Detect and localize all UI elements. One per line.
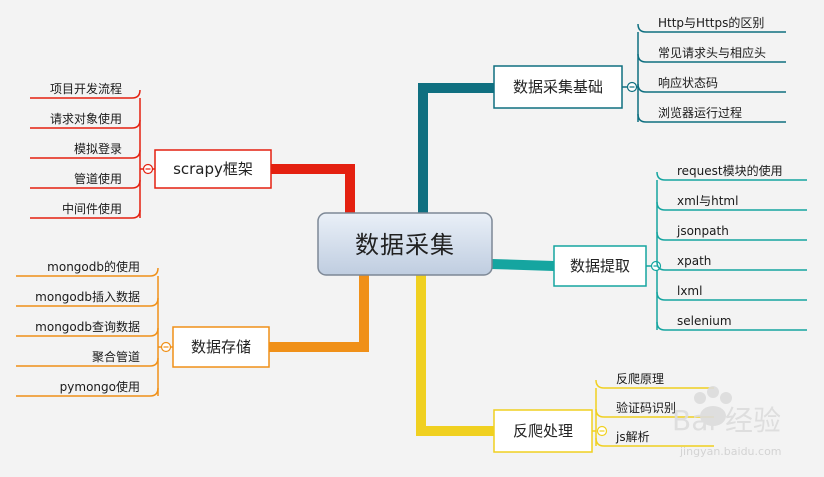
sub-topic-item[interactable]: mongodb插入数据 xyxy=(16,289,159,307)
sub-topic-label: pymongo使用 xyxy=(60,379,140,394)
connector-extract xyxy=(491,259,555,271)
branch-label: scrapy框架 xyxy=(173,160,253,178)
sub-topic-label: 聚合管道 xyxy=(92,349,140,364)
sub-topic-label: Http与Https的区别 xyxy=(658,15,764,30)
branch-connectors xyxy=(269,83,555,436)
sub-topic-label: 模拟登录 xyxy=(74,141,122,156)
watermark: Bai 经验 jingyan.baidu.com xyxy=(672,386,782,458)
sub-topic-label: 反爬原理 xyxy=(616,372,664,386)
sub-topic-label: selenium xyxy=(677,314,732,328)
sub-topic-label: mongodb查询数据 xyxy=(35,319,140,334)
branch-box xyxy=(493,65,623,109)
sub-topic-label: mongodb插入数据 xyxy=(35,289,140,304)
sub-topic-item[interactable]: 请求对象使用 xyxy=(30,111,141,129)
sub-topic-label: mongodb的使用 xyxy=(47,259,140,274)
sub-topic-item[interactable]: 浏览器运行过程 xyxy=(637,105,786,123)
watermark-subtext: jingyan.baidu.com xyxy=(679,445,782,458)
sub-topic-label: lxml xyxy=(677,284,702,298)
collapse-toggle-icon[interactable] xyxy=(142,163,154,175)
sub-topic-item[interactable]: js解析 xyxy=(595,430,714,447)
sub-topic-item[interactable]: 项目开发流程 xyxy=(30,81,141,99)
sub-topic-item[interactable]: 管道使用 xyxy=(30,171,141,189)
collapse-toggle-icon[interactable] xyxy=(626,81,638,93)
sub-topic-item[interactable]: 常见请求头与相应头 xyxy=(637,45,786,63)
sub-topic-item[interactable]: pymongo使用 xyxy=(16,379,159,397)
sub-topic-item[interactable]: 聚合管道 xyxy=(16,349,159,367)
sub-topic-item[interactable]: request模块的使用 xyxy=(656,163,807,181)
sub-topic-label: jsonpath xyxy=(676,224,729,238)
central-topic-label: 数据采集 xyxy=(355,231,455,259)
sub-topic-item[interactable]: mongodb的使用 xyxy=(16,259,159,277)
sub-topic-label: xpath xyxy=(677,254,711,268)
sub-topic-label: 浏览器运行过程 xyxy=(658,105,742,120)
connector-anticrawl xyxy=(416,275,494,436)
sub-topic-item[interactable]: Http与Https的区别 xyxy=(637,15,786,33)
collapse-toggle-icon[interactable] xyxy=(596,425,608,437)
sub-topic-label: 验证码识别 xyxy=(616,400,676,415)
branch-storage[interactable]: 数据存储 mongodb的使用 mongodb插入数据 mongodb查询数据聚合管道… xyxy=(16,259,270,397)
branch-box xyxy=(154,149,272,189)
branch-label: 反爬处理 xyxy=(513,422,573,440)
collapse-toggle-icon[interactable] xyxy=(160,341,172,353)
connector-storage xyxy=(269,275,369,352)
branch-label: 数据提取 xyxy=(570,257,630,275)
sub-topic-item[interactable]: lxml xyxy=(656,284,807,301)
sub-topic-label: 管道使用 xyxy=(74,171,122,186)
sub-topic-label: 请求对象使用 xyxy=(50,111,122,126)
sub-topic-item[interactable]: 模拟登录 xyxy=(30,141,141,159)
central-topic[interactable]: 数据采集 xyxy=(317,212,493,276)
branch-box xyxy=(172,326,270,368)
sub-topic-item[interactable]: mongodb查询数据 xyxy=(16,319,159,337)
branch-extract[interactable]: 数据提取 request模块的使用 xml与html jsonpath xpath lxm… xyxy=(553,163,807,331)
connector-basics xyxy=(418,83,494,213)
sub-topic-item[interactable]: jsonpath xyxy=(656,224,807,241)
sub-topic-item[interactable]: 中间件使用 xyxy=(30,201,141,219)
branch-box xyxy=(553,245,647,287)
paw-logo-icon xyxy=(694,386,732,426)
branch-label: 数据采集基础 xyxy=(513,78,603,96)
sub-topic-item[interactable]: selenium xyxy=(656,314,807,331)
connector-scrapy xyxy=(271,164,355,213)
sub-topic-label: 常见请求头与相应头 xyxy=(658,45,766,60)
branches: 数据采集基础 Http与Https的区别常见请求头与相应头响应状态码浏览器运行过程… xyxy=(16,15,807,453)
branch-box xyxy=(493,409,593,453)
sub-topic-item[interactable]: xpath xyxy=(656,254,807,271)
branch-label: 数据存储 xyxy=(191,338,251,356)
sub-topic-label: 响应状态码 xyxy=(658,75,718,90)
sub-topic-item[interactable]: xml与html xyxy=(656,194,807,211)
sub-topic-item[interactable]: 反爬原理 xyxy=(595,372,714,389)
sub-topic-label: 中间件使用 xyxy=(62,201,122,216)
sub-topic-label: xml与html xyxy=(677,194,738,208)
sub-topic-item[interactable]: 验证码识别 xyxy=(595,400,714,418)
sub-topic-label: request模块的使用 xyxy=(677,163,783,178)
watermark-text: Bai 经验 xyxy=(672,404,781,437)
sub-topic-label: 项目开发流程 xyxy=(50,81,122,96)
sub-topic-item[interactable]: 响应状态码 xyxy=(637,75,786,93)
sub-topic-label: js解析 xyxy=(615,430,650,444)
